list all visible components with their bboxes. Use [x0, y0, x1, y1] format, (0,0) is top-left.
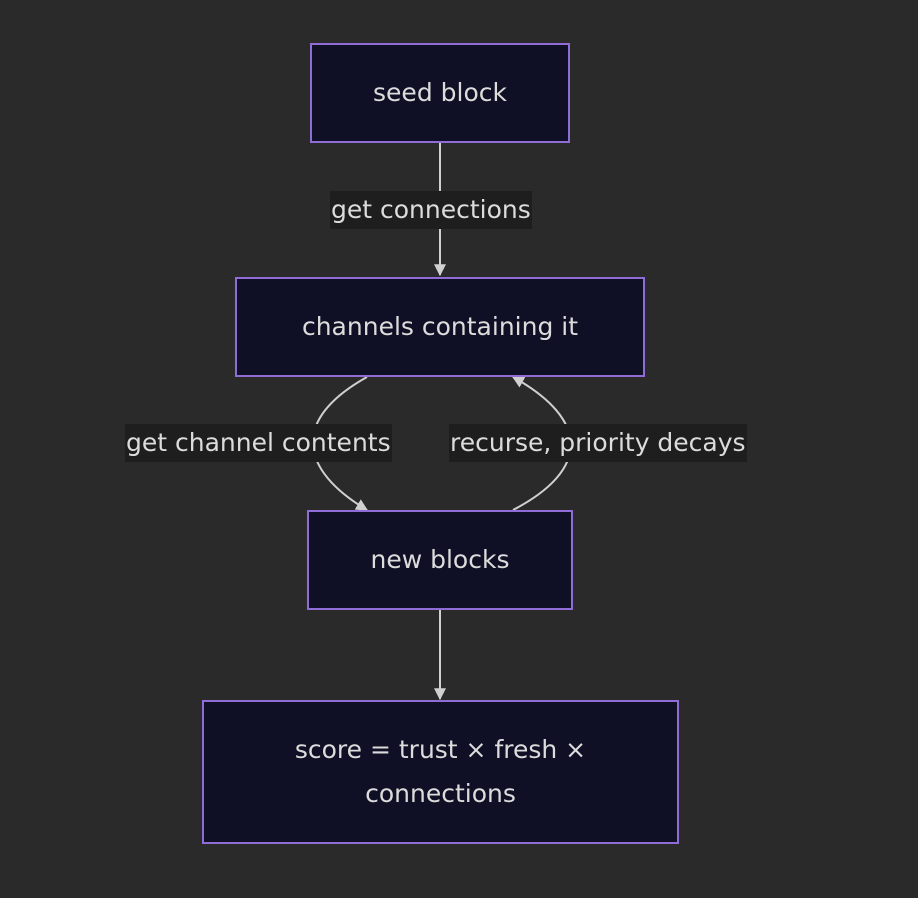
node-label: seed block [373, 78, 507, 107]
node-label: new blocks [370, 545, 510, 574]
node-new-blocks: new blocks [307, 510, 573, 610]
edge-label-get-connections: get connections [330, 191, 532, 229]
node-label: score = trust × fresh × connections [294, 735, 587, 808]
node-channels-containing-it: channels containing it [235, 277, 645, 377]
node-seed-block: seed block [310, 43, 570, 143]
edge-label-get-channel-contents: get channel contents [125, 424, 392, 462]
node-score: score = trust × fresh × connections [202, 700, 679, 844]
edge-label-recurse: recurse, priority decays [449, 424, 747, 462]
node-label: channels containing it [301, 312, 579, 341]
